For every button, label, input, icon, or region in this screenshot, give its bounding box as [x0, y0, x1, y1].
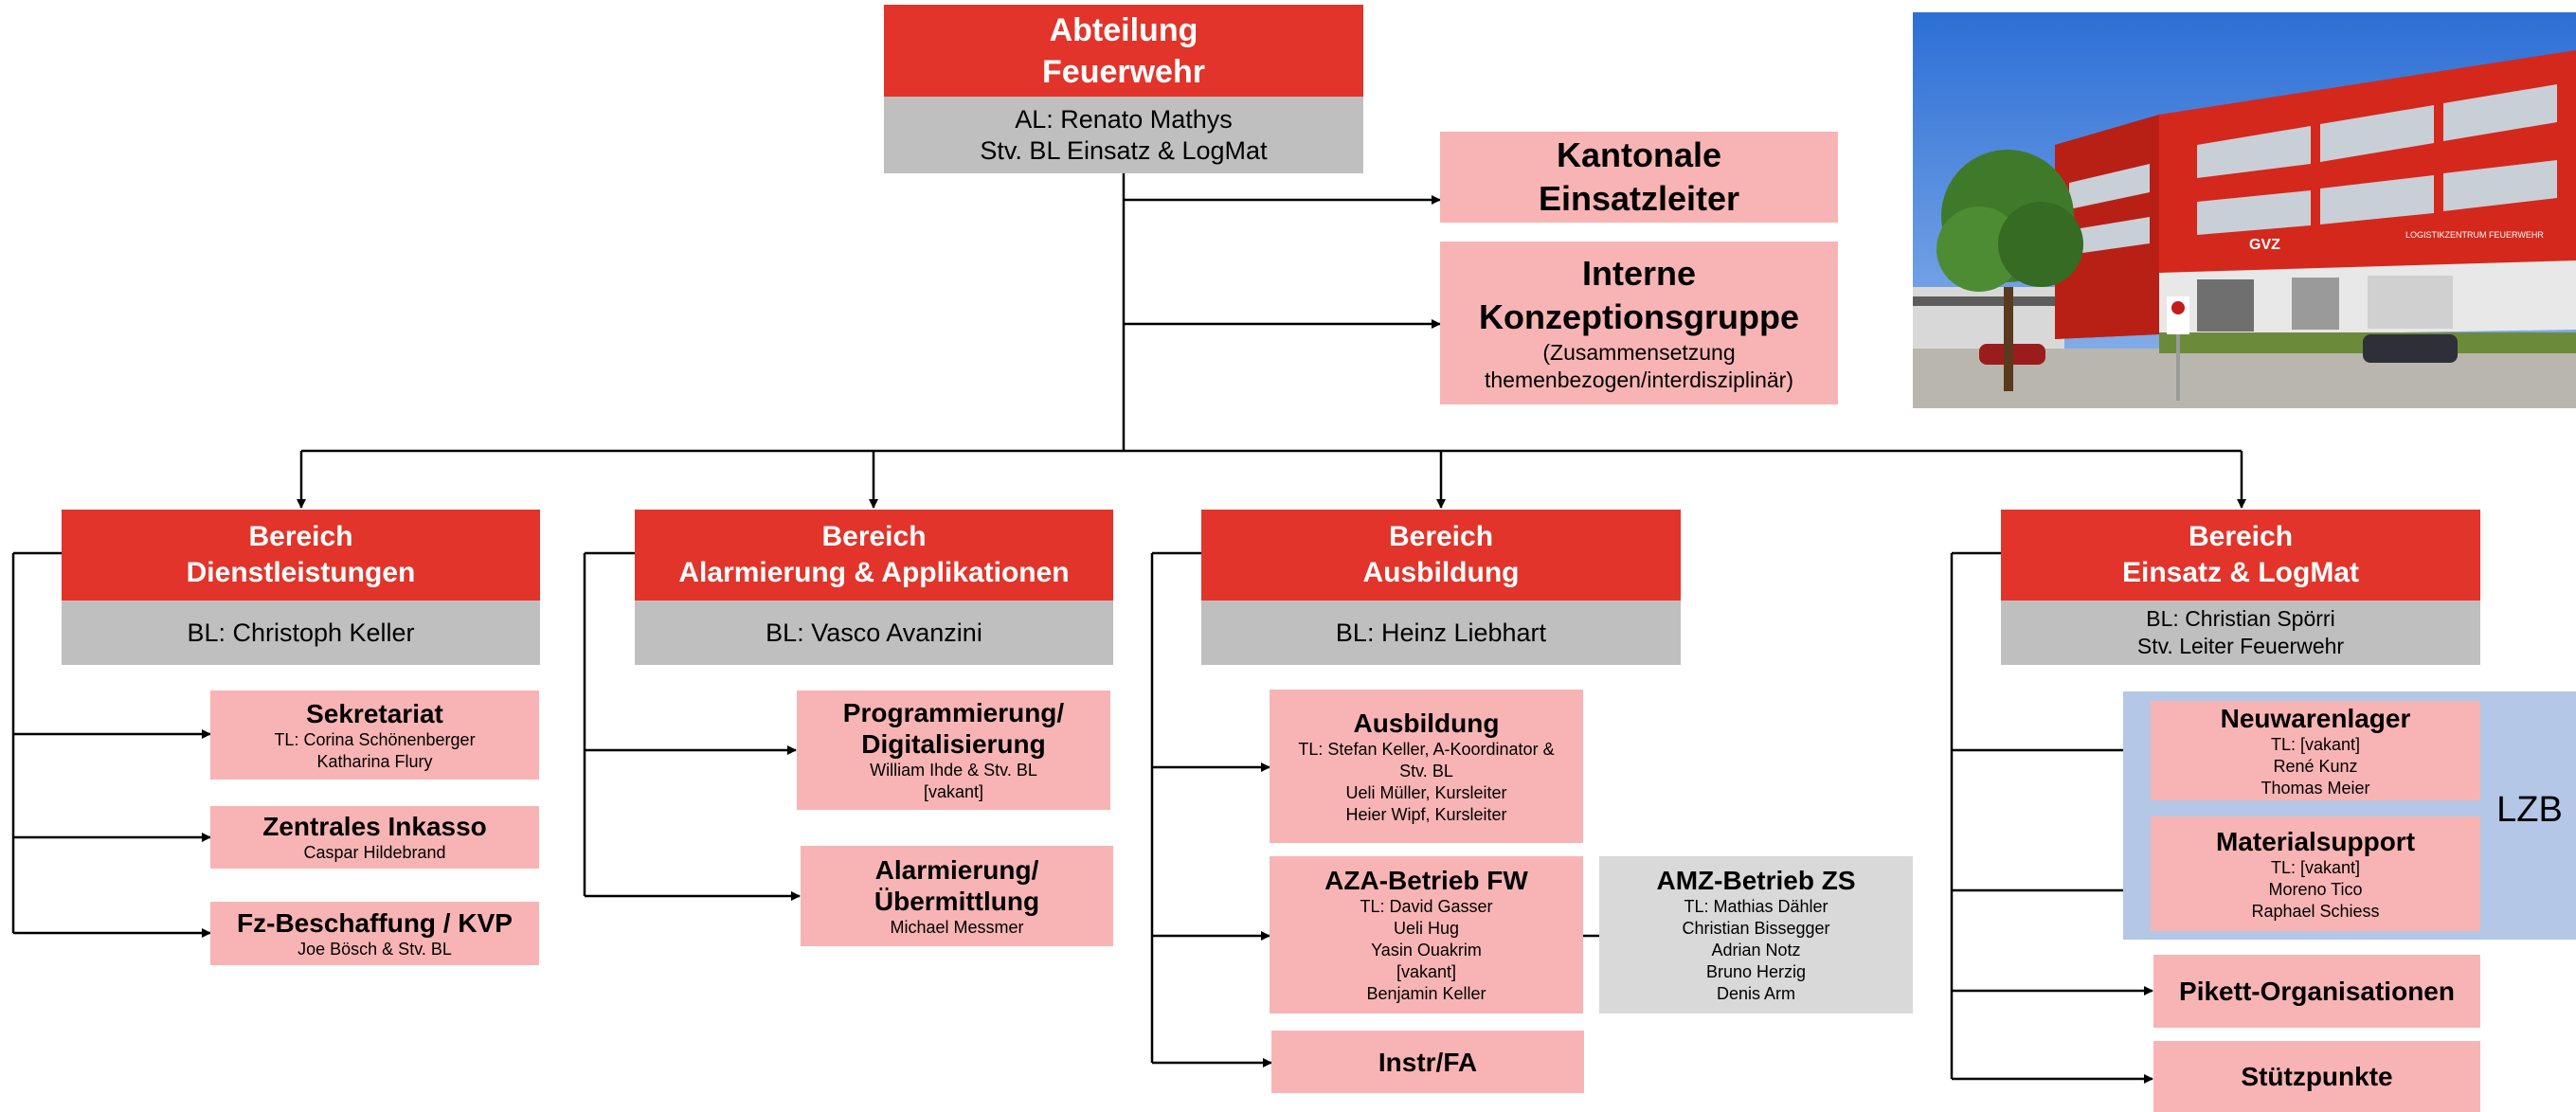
amz-l4: Bruno Herzig — [1705, 962, 1807, 981]
ausb-l2: Stv. BL — [1399, 761, 1453, 780]
einsatz-bl: BL: Christian Spörri — [2146, 606, 2335, 631]
material-l3: Raphael Schiess — [2251, 901, 2380, 921]
dienst-line1: Bereich — [248, 521, 353, 552]
aza-l3: Yasin Ouakrim — [1371, 941, 1482, 960]
einsatz-line1: Bereich — [2188, 521, 2294, 552]
fz-title: Fz-Beschaffung / KVP — [237, 907, 513, 938]
material-l2: Moreno Tico — [2268, 879, 2363, 899]
material-title: Materialsupport — [2215, 826, 2416, 856]
ausb-l1: TL: Stefan Keller, A-Koordinator & — [1298, 739, 1555, 759]
amz-l2: Christian Bissegger — [1682, 919, 1830, 938]
amz-title: AMZ-Betrieb ZS — [1656, 866, 1856, 895]
top-stv: Stv. BL Einsatz & LogMat — [980, 135, 1268, 165]
neuwaren-l1: TL: [vakant] — [2270, 734, 2361, 754]
top-title-line1: Abteilung — [1049, 11, 1198, 48]
prog-t1: Programmierung/ — [842, 698, 1065, 727]
alarmierung-uebermittlung-box: Alarmierung/ Übermittlung Michael Messme… — [801, 846, 1113, 946]
aza-l1: TL: David Gasser — [1360, 897, 1493, 916]
material-l1: TL: [vakant] — [2270, 857, 2361, 877]
neuwaren-l3: Thomas Meier — [2261, 778, 2370, 798]
amz-l5: Denis Arm — [1716, 984, 1796, 1003]
bereich-einsatz-bl: BL: Christian Spörri Stv. Leiter Feuerwe… — [2001, 601, 2480, 665]
prog-t2: Digitalisierung — [861, 729, 1046, 759]
bereich-ausbildung-header: Bereich Ausbildung — [1201, 510, 1681, 601]
pikett-title: Pikett-Organisationen — [2179, 977, 2455, 1006]
sekretariat-l2: Katharina Flury — [316, 751, 433, 771]
alarmierung-t2: Übermittlung — [874, 886, 1040, 916]
interne-line1: Interne — [1581, 254, 1697, 293]
alarm-line2: Alarmierung & Applikationen — [678, 557, 1070, 588]
interne-line2: Konzeptionsgruppe — [1479, 297, 1799, 336]
bereich-dienstleistungen-header: Bereich Dienstleistungen — [62, 510, 540, 601]
bereich-alarmierung-header: Bereich Alarmierung & Applikationen — [635, 510, 1113, 601]
inkasso-box: Zentrales Inkasso Caspar Hildebrand — [210, 806, 539, 869]
kantonale-line1: Kantonale — [1556, 135, 1722, 174]
inkasso-title: Zentrales Inkasso — [262, 812, 487, 841]
pikett-organisationen-box: Pikett-Organisationen — [2153, 955, 2480, 1028]
top-header: Abteilung Feuerwehr — [884, 5, 1363, 97]
neuwaren-l2: René Kunz — [2273, 756, 2358, 776]
aza-l2: Ueli Hug — [1393, 919, 1460, 938]
fz-beschaffung-box: Fz-Beschaffung / KVP Joe Bösch & Stv. BL — [210, 902, 539, 965]
building-photo: GVZ LOGISTIKZENTRUM FEUERWEHR — [1913, 12, 2576, 408]
ausbildung-line1: Bereich — [1388, 521, 1494, 552]
top-info: AL: Renato Mathys Stv. BL Einsatz & LogM… — [884, 97, 1363, 173]
alarmierung-t1: Alarmierung/ — [874, 854, 1039, 885]
kantonale-line2: Einsatzleiter — [1538, 179, 1740, 218]
einsatz-bl2: Stv. Leiter Feuerwehr — [2136, 634, 2345, 658]
dienst-bl: BL: Christoph Keller — [187, 618, 415, 647]
top-al: AL: Renato Mathys — [1015, 104, 1233, 134]
einsatz-line2: Einsatz & LogMat — [2121, 557, 2359, 588]
dienst-line2: Dienstleistungen — [186, 557, 416, 588]
stuetz-title: Stützpunkte — [2241, 1062, 2393, 1091]
fz-l1: Joe Bösch & Stv. BL — [297, 939, 452, 959]
top-title-line2: Feuerwehr — [1042, 53, 1205, 90]
ausbildung-bl: BL: Heinz Liebhart — [1335, 618, 1547, 647]
interne-line3: (Zusammensetzung — [1542, 340, 1736, 365]
ausbildung-line2: Ausbildung — [1362, 557, 1520, 588]
lzb-text: LZB — [2496, 790, 2563, 830]
aza-betrieb-box: AZA-Betrieb FW TL: David Gasser Ueli Hug… — [1270, 856, 1583, 1013]
amz-l3: Adrian Notz — [1711, 941, 1801, 960]
interne-line4: themenbezogen/interdisziplinär) — [1484, 368, 1794, 392]
bereich-einsatz-header: Bereich Einsatz & LogMat — [2001, 510, 2480, 601]
materialsupport-box: Materialsupport TL: [vakant] Moreno Tico… — [2151, 816, 2480, 931]
instr-fa-box: Instr/FA — [1271, 1031, 1584, 1093]
inkasso-l1: Caspar Hildebrand — [303, 843, 446, 862]
prog-l1: William Ihde & Stv. BL — [870, 761, 1037, 780]
lzb-label: LZB — [2492, 786, 2567, 834]
bereich-dienstleistungen-bl: BL: Christoph Keller — [62, 601, 540, 665]
programmierung-box: Programmierung/ Digitalisierung William … — [797, 691, 1110, 810]
ausb-l4: Heier Wipf, Kursleiter — [1345, 804, 1507, 824]
bereich-alarmierung-bl: BL: Vasco Avanzini — [635, 601, 1113, 665]
ausbildung-box: Ausbildung TL: Stefan Keller, A-Koordina… — [1270, 690, 1583, 843]
ausb-l3: Ueli Müller, Kursleiter — [1345, 782, 1507, 802]
prog-l2: [vakant] — [923, 782, 984, 801]
alarm-line1: Bereich — [821, 521, 927, 552]
interne-box: Interne Konzeptionsgruppe (Zusammensetzu… — [1440, 242, 1838, 404]
amz-betrieb-box: AMZ-Betrieb ZS TL: Mathias Dähler Christ… — [1599, 856, 1913, 1013]
bereich-ausbildung-bl: BL: Heinz Liebhart — [1201, 601, 1681, 665]
photo-sign-text: LOGISTIKZENTRUM FEUERWEHR — [2405, 230, 2544, 240]
sekretariat-l1: TL: Corina Schönenberger — [274, 729, 476, 749]
aza-title: AZA-Betrieb FW — [1324, 866, 1528, 895]
aza-l5: Benjamin Keller — [1366, 984, 1486, 1003]
kantonale-box: Kantonale Einsatzleiter — [1440, 132, 1838, 223]
photo-sign-logo: GVZ — [2249, 237, 2280, 253]
neuwarenlager-box: Neuwarenlager TL: [vakant] René Kunz Tho… — [2151, 701, 2480, 800]
sekretariat-box: Sekretariat TL: Corina Schönenberger Kat… — [210, 691, 539, 780]
alarmierung-l1: Michael Messmer — [890, 917, 1024, 937]
stuetzpunkte-box: Stützpunkte — [2153, 1041, 2480, 1112]
instr-title: Instr/FA — [1378, 1047, 1478, 1077]
aza-l4: [vakant] — [1396, 962, 1457, 981]
ausb-title: Ausbildung — [1353, 708, 1500, 738]
neuwaren-title: Neuwarenlager — [2220, 703, 2411, 733]
sekretariat-title: Sekretariat — [306, 698, 443, 728]
alarm-bl: BL: Vasco Avanzini — [766, 618, 982, 647]
amz-l1: TL: Mathias Dähler — [1684, 897, 1828, 916]
